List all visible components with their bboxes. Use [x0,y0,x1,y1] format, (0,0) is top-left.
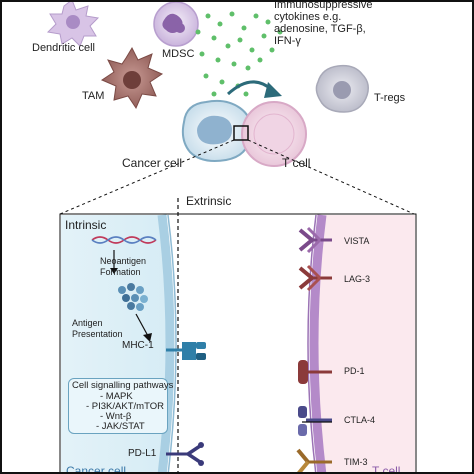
t-cell-bottom-label: T cell [372,464,401,474]
tim3-label: TIM-3 [344,457,368,467]
tregs-graphic [315,64,369,113]
tam-graphic [100,46,164,110]
tam-label: TAM [82,90,105,102]
pd1-receptor-graphic [298,360,332,384]
dendritic-cell-graphic [46,2,100,47]
ctla4-label: CTLA-4 [344,415,376,425]
signalling-item: - MAPK [100,391,133,402]
immunosuppressive-label: Immunosuppressive cytokines e.g. adenosi… [274,0,373,47]
mdsc-graphic [153,2,199,47]
signalling-title: Cell signalling pathways [72,380,174,391]
intrinsic-label: Intrinsic [65,218,107,232]
cancer-cell-top-graphic [181,99,252,162]
zoom-square [233,125,249,141]
pdl1-receptor-graphic [166,442,204,466]
neoantigen-label: Neoantigen Formation [100,256,147,277]
tregs-label: T-regs [374,92,406,104]
t-cell-top-label: T cell [282,156,311,170]
pd1-label: PD-1 [344,366,365,376]
cytokine-dots [195,11,283,97]
antigen-presentation-label: Antigen Presentation [72,318,123,339]
lag3-receptor-graphic [298,264,332,292]
tcell-cytoplasm [316,215,415,472]
signalling-item: - JAK/STAT [96,421,145,432]
mdsc-label: MDSC [162,48,195,60]
cancer-membrane [157,214,175,472]
lag3-label: LAG-3 [344,274,371,284]
dendritic-cell-label: Dendritic cell [32,42,95,54]
signalling-item: - Wnt-β [100,411,132,422]
antigen-cluster-icon [118,283,148,311]
pdl1-label: PD-L1 [128,448,157,459]
signalling-pathways-box [68,378,168,434]
t-cell-top-graphic [241,101,307,167]
extrinsic-label: Extrinsic [186,194,232,208]
tim3-receptor-graphic [296,448,332,472]
ctla4-receptor-graphic [298,406,332,436]
mhc1-label: MHC-1 [122,340,154,351]
zoom-line-right [247,139,415,215]
tcell-membrane [309,214,327,472]
zoom-line-left [59,139,235,215]
vista-receptor-graphic [298,226,332,254]
dna-helix-icon [91,236,157,244]
mhc1-receptor-graphic [166,342,206,360]
cancer-cell-top-label: Cancer cell [122,156,183,170]
signalling-item: - PI3K/AKT/mTOR [86,401,164,412]
cancer-cytoplasm [61,215,171,472]
vista-label: VISTA [344,236,370,246]
interaction-arrow [226,80,282,98]
cancer-cell-bottom-label: Cancer cell [66,464,127,474]
